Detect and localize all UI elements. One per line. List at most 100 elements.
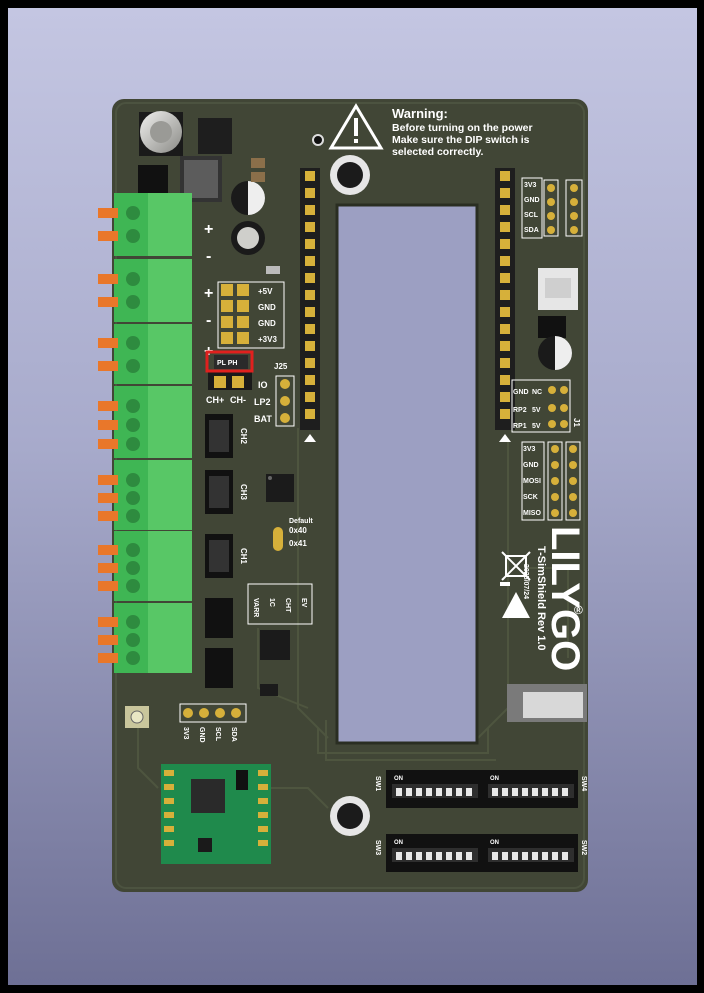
- 3d-pcb-viewport[interactable]: Warning: Before turning on the power Mak…: [8, 8, 697, 985]
- rt-sda-label: SDA: [524, 227, 539, 234]
- model-date: 2025/07/24: [522, 564, 529, 599]
- sw4-on-label: ON: [490, 776, 499, 782]
- jumper-j25[interactable]: PL PH CH+ CH- J25: [205, 350, 288, 405]
- rp1-label: RP1: [513, 423, 527, 430]
- ch2-label: CH2: [239, 428, 248, 445]
- jumper-ch-plus-label: CH+: [206, 395, 224, 405]
- esd-icon: [502, 592, 530, 618]
- address-jumper: Default 0x40 0x41: [273, 518, 313, 551]
- bottom-scl-label: SCL: [214, 727, 221, 742]
- spi-3v3-label: 3V3: [523, 446, 536, 453]
- ch1-label: CH1: [239, 548, 248, 565]
- sw3-on-label: ON: [394, 840, 403, 846]
- jumper-highlight-box: [205, 350, 254, 373]
- j1-label: J1: [572, 418, 581, 427]
- bottom-3v3-label: 3V3: [182, 727, 189, 740]
- sense-header: VARR 1C CHT EV: [247, 583, 313, 625]
- spi-sck-label: SCK: [523, 494, 538, 501]
- addr-0x41-label: 0x41: [289, 539, 307, 548]
- sw2-on-label: ON: [490, 840, 499, 846]
- spi-header: 3V3 GND MOSI SCK MISO: [521, 441, 581, 521]
- svg-text:-: -: [206, 248, 211, 265]
- ic-top: [198, 118, 232, 154]
- io-label: IO: [258, 380, 268, 390]
- sd-card-slot: [507, 684, 587, 722]
- rp-header: GND NC RP2 5V RP1 5V J1: [511, 379, 581, 433]
- rt-3v3-label: 3V3: [524, 182, 537, 189]
- capacitor-pair: [231, 181, 265, 255]
- power-header: +5V GND GND +3V3: [217, 281, 285, 349]
- pin-header-right: [495, 168, 515, 442]
- diode-top: [138, 165, 168, 193]
- warning-line-1: Before turning on the power: [392, 122, 533, 134]
- rp2-label: RP2: [513, 407, 527, 414]
- electrolytic-capacitor-top: [139, 111, 183, 156]
- model-name: T-SimShield Rev 1.0: [535, 546, 547, 651]
- jumper-id-label: J25: [274, 362, 288, 371]
- io-header: IO LP2 BAT: [254, 375, 295, 427]
- sw1-on-label: ON: [394, 776, 403, 782]
- relay-ch2: [205, 414, 233, 458]
- pin-label-gnd-1: GND: [258, 303, 276, 312]
- sw1-label: SW1: [374, 776, 381, 791]
- pin-label-gnd-2: GND: [258, 319, 276, 328]
- spi-mosi-label: MOSI: [523, 478, 541, 485]
- svg-text:+: +: [204, 285, 213, 302]
- relay-ch3: [205, 470, 233, 514]
- spi-gnd-label: GND: [523, 462, 539, 469]
- relay-ch1: [205, 534, 233, 578]
- pin-label-3v3: +3V3: [258, 335, 277, 344]
- warning-triangle-icon: [328, 103, 384, 150]
- antenna-connector: [125, 706, 149, 728]
- pin-label-5v: +5V: [258, 287, 273, 296]
- terminal-blocks: [98, 193, 192, 673]
- bottom-sda-label: SDA: [230, 727, 237, 742]
- warning-title: Warning:: [392, 106, 448, 121]
- bottom-header: 3V3 GND SCL SDA: [179, 703, 247, 743]
- mounting-hole-top: [330, 155, 370, 195]
- rt-gnd-label: GND: [524, 197, 540, 204]
- bottom-gnd-label: GND: [198, 727, 205, 743]
- dip-switch-sw3[interactable]: ON SW3: [374, 834, 482, 872]
- brand-logo: LILYGO: [543, 526, 587, 671]
- rp-gnd-label: GND: [513, 389, 529, 396]
- rp-nc-label: NC: [532, 389, 542, 396]
- weee-icon: [501, 551, 531, 581]
- jumper-top-label: PL PH: [217, 360, 238, 367]
- addr-default-label: Default: [289, 518, 313, 525]
- varr-label: VARR: [252, 598, 259, 617]
- ch3-label: CH3: [239, 484, 248, 501]
- dip-switch-sw2[interactable]: ON SW2: [482, 834, 587, 872]
- warning-line-2: Make sure the DIP switch is: [392, 134, 530, 146]
- spi-miso-label: MISO: [523, 510, 541, 517]
- jumper-ch-minus-label: CH-: [230, 395, 246, 405]
- rp1-5v-label: 5V: [532, 423, 541, 430]
- lp2-label: LP2: [254, 397, 271, 407]
- warning-line-3: selected correctly.: [392, 146, 484, 158]
- cht-label: CHT: [284, 598, 291, 613]
- 1c-label: 1C: [268, 598, 275, 607]
- i2c-header-right: 3V3 GND SCL SDA: [521, 177, 583, 239]
- svg-text:-: -: [206, 312, 211, 329]
- rp2-5v-label: 5V: [532, 407, 541, 414]
- pcb-render: Warning: Before turning on the power Mak…: [98, 99, 588, 892]
- rt-scl-label: SCL: [524, 212, 539, 219]
- brand-registered: ®: [574, 603, 583, 617]
- dip-switch-sw4[interactable]: ON SW4: [482, 770, 587, 808]
- pin-header-left: [300, 168, 320, 442]
- lora-module: [161, 764, 271, 864]
- addr-0x40-label: 0x40: [289, 526, 307, 535]
- diode-mid: [205, 598, 233, 638]
- lcd-cutout: [337, 205, 477, 743]
- bat-label: BAT: [254, 414, 272, 424]
- diode-low: [205, 648, 233, 688]
- capacitor-right: [538, 336, 572, 370]
- ev-label: EV: [300, 598, 307, 608]
- sw4-label: SW4: [580, 776, 587, 791]
- sw2-label: SW2: [580, 840, 587, 855]
- mosfet: [538, 316, 566, 338]
- mounting-hole-bottom: [330, 796, 370, 836]
- sw3-label: SW3: [374, 840, 381, 855]
- dip-switch-sw1[interactable]: ON SW1: [374, 770, 482, 808]
- driver-ic: [260, 630, 290, 660]
